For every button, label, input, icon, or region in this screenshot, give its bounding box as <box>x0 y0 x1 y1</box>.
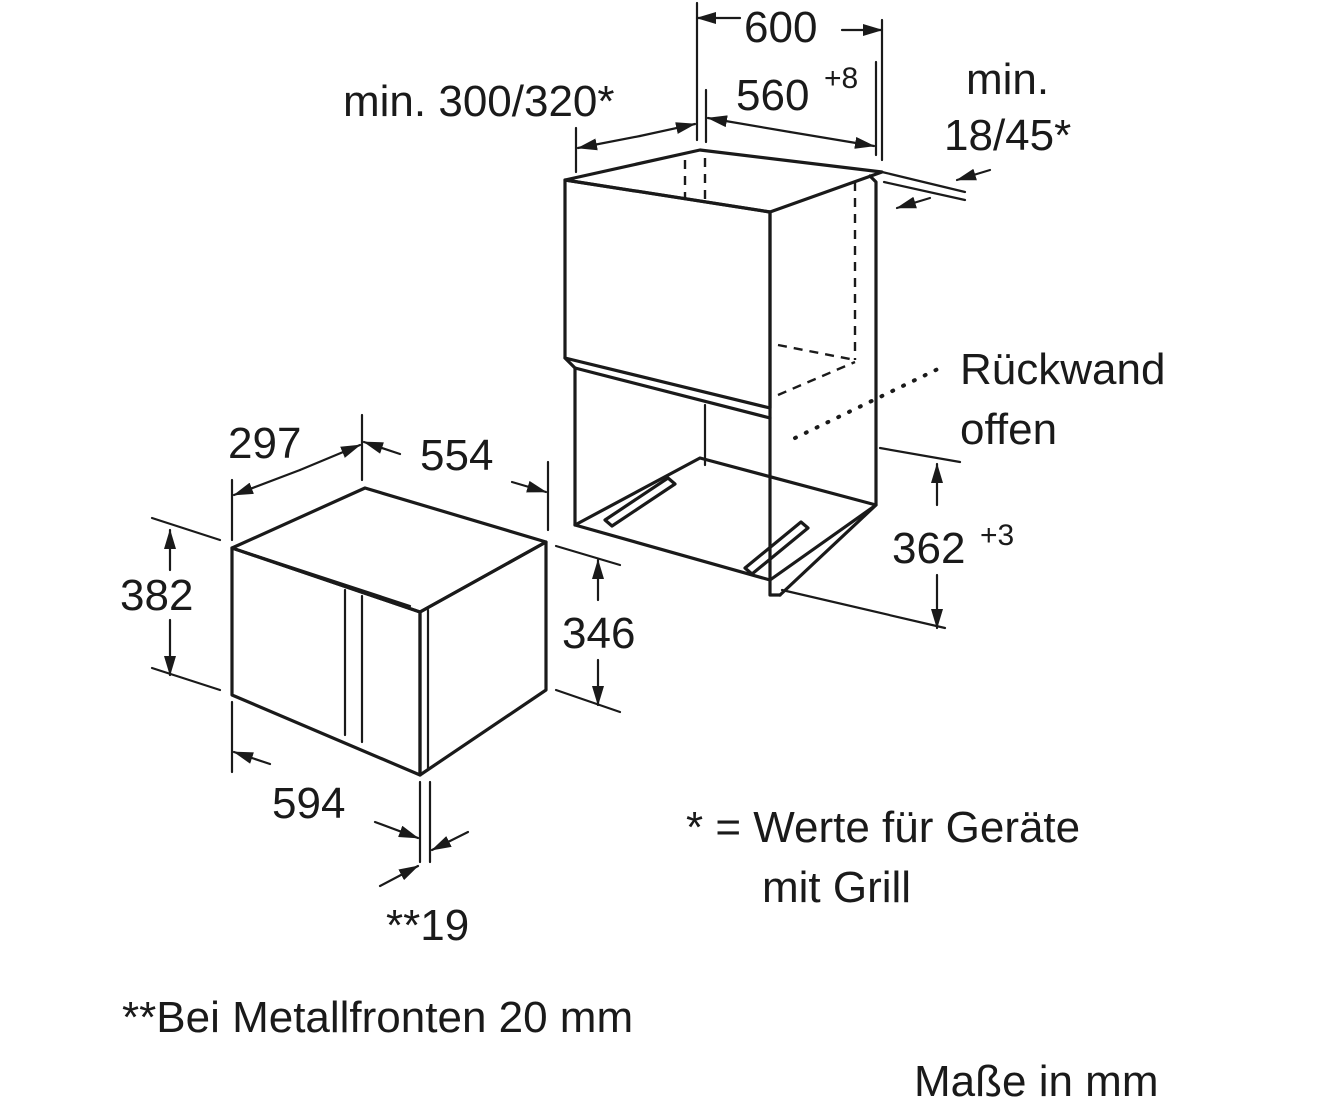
label-back-wall-line1: Rückwand <box>960 345 1165 394</box>
label-cabinet-opening-width: 560 <box>736 71 809 120</box>
label-opening-height: 362 <box>892 524 965 573</box>
cabinet-bottom-shelf <box>573 456 878 582</box>
label-opening-height-tolerance: +3 <box>980 519 1014 552</box>
dim-line-560 <box>706 115 792 134</box>
dim-line-depth <box>638 122 697 138</box>
extension-line <box>882 180 967 202</box>
extension-line <box>554 688 622 714</box>
hidden-edge <box>777 360 856 397</box>
cabinet-top-panel <box>563 148 884 214</box>
extension-line <box>878 446 962 464</box>
note-grill-line2: mit Grill <box>762 863 911 912</box>
cabinet-right-side <box>768 210 782 597</box>
microwave-device <box>230 486 548 777</box>
note-grill-line1: * = Werte für Geräte <box>686 803 1080 852</box>
label-panel-min-value: 18/45* <box>944 111 1071 160</box>
dim-line-297 <box>232 468 302 497</box>
extension-line <box>780 588 947 630</box>
label-cabinet-min-depth: min. 300/320* <box>343 77 615 126</box>
label-device-front-thickness: **19 <box>386 901 469 950</box>
label-back-wall-line2: offen <box>960 405 1057 454</box>
dim-line-560 <box>788 130 876 149</box>
cabinet-dimensions <box>574 1 992 630</box>
built-in-cabinet <box>563 148 942 597</box>
hidden-edge <box>777 343 856 362</box>
mounting-rail-right <box>743 520 810 576</box>
label-device-front-width: 594 <box>272 779 345 828</box>
extension-line <box>150 516 222 542</box>
dim-line-panel <box>955 168 992 182</box>
extension-line <box>880 170 967 194</box>
back-wall-leader <box>793 366 942 440</box>
label-panel-min: min. <box>966 55 1049 104</box>
device-front-face <box>230 546 422 777</box>
label-cabinet-opening-tolerance: +8 <box>824 62 858 95</box>
cabinet-right-back-edge <box>778 174 878 597</box>
dim-line-19 <box>430 830 470 852</box>
device-front-frame <box>243 550 412 608</box>
device-top-face <box>230 486 548 614</box>
note-metal-front: **Bei Metallfronten 20 mm <box>122 993 633 1042</box>
label-device-body-height: 346 <box>562 609 635 658</box>
note-units: Maße in mm <box>914 1057 1158 1100</box>
extension-line <box>150 666 222 692</box>
dim-line-594 <box>232 750 272 766</box>
dim-line-554 <box>510 480 548 494</box>
dim-line-594 <box>373 820 420 840</box>
extension-line <box>554 544 622 567</box>
label-cabinet-width: 600 <box>744 3 817 52</box>
device-side-face <box>418 540 548 777</box>
label-device-width-body: 554 <box>420 431 493 480</box>
dim-line-19 <box>378 864 420 888</box>
device-dimensions <box>150 413 622 888</box>
dim-line-depth <box>576 134 642 151</box>
dim-line-297 <box>298 443 362 472</box>
mounting-rail-left <box>603 476 677 528</box>
dim-line-554 <box>362 440 402 456</box>
label-device-depth: 297 <box>228 419 301 468</box>
dim-line-panel <box>895 196 932 210</box>
label-device-total-height: 382 <box>120 571 193 620</box>
